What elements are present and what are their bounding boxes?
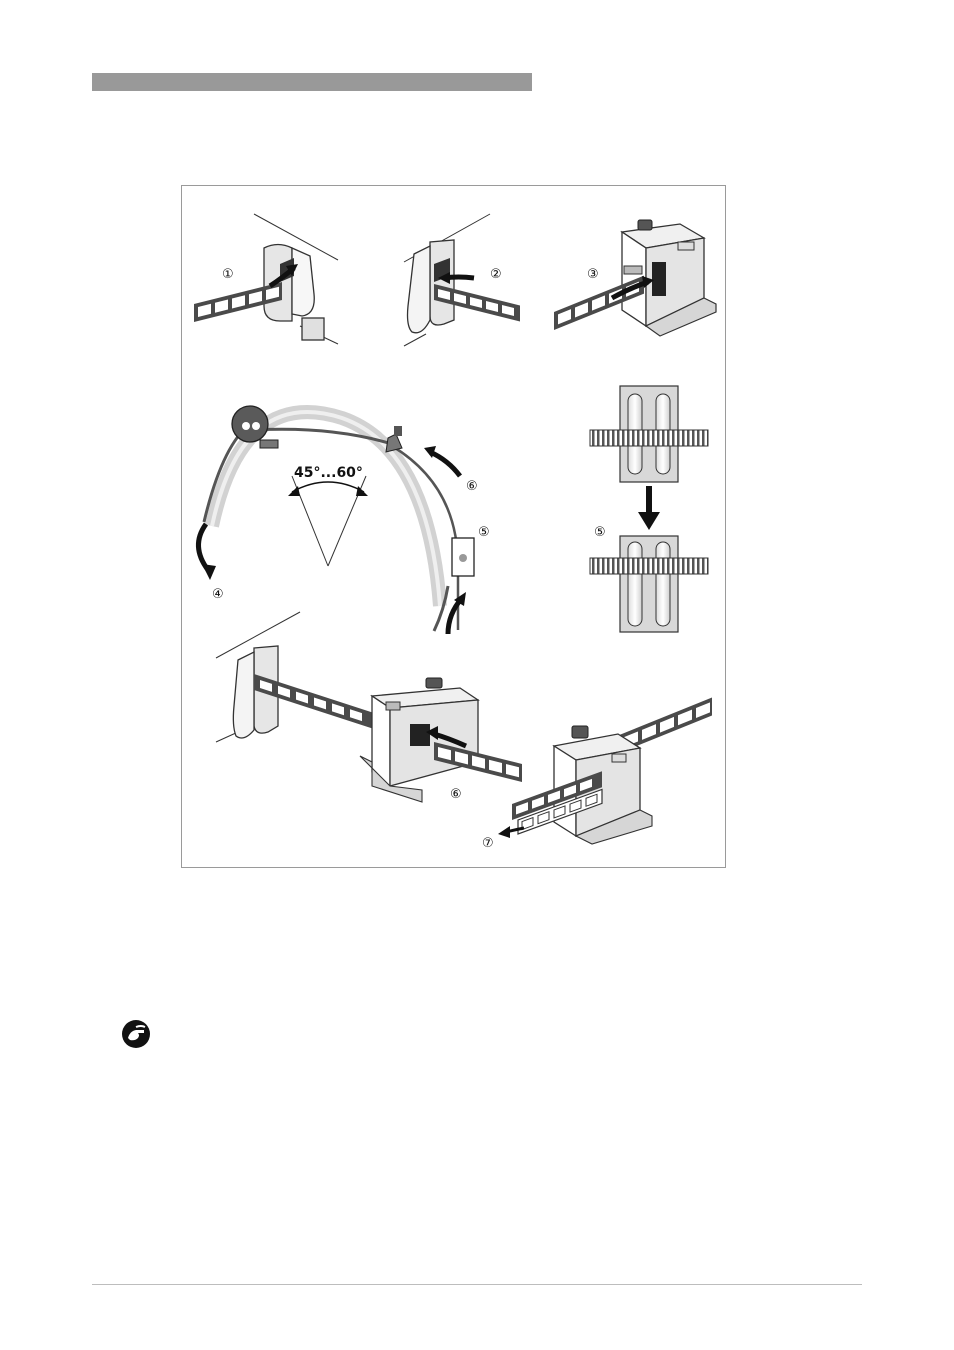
mounting-block — [452, 538, 474, 576]
sensor-head — [386, 426, 402, 452]
step3-label: ③ — [587, 267, 599, 282]
ratchet-detail-after — [590, 536, 708, 632]
hand-hint-icon — [121, 1019, 151, 1049]
step1-label: ① — [222, 267, 234, 282]
ratchet-detail-arrow — [638, 486, 660, 530]
ratchet-detail-before — [590, 386, 708, 482]
pipe-arc-assembly — [198, 406, 474, 634]
step7-assembly — [498, 698, 712, 844]
step4-label: ④ — [212, 587, 224, 602]
step6-label-bottom: ⑥ — [450, 787, 462, 802]
step5-label-arc: ⑤ — [478, 525, 490, 540]
installation-figure: ① ② — [181, 185, 726, 868]
step3-housing — [554, 220, 716, 336]
installation-illustration: ① ② — [182, 186, 727, 869]
footer-rule — [92, 1284, 862, 1285]
section-header-bar — [92, 73, 532, 91]
step5-label-detail: ⑤ — [594, 525, 606, 540]
step2-clamp — [404, 214, 520, 346]
step6-label-arc: ⑥ — [466, 479, 478, 494]
step2-label: ② — [490, 267, 502, 282]
step7-label: ⑦ — [482, 836, 494, 851]
step6-assembly — [216, 612, 522, 802]
angle-label: 45°...60° — [294, 465, 363, 481]
step1-clamp — [194, 214, 338, 344]
